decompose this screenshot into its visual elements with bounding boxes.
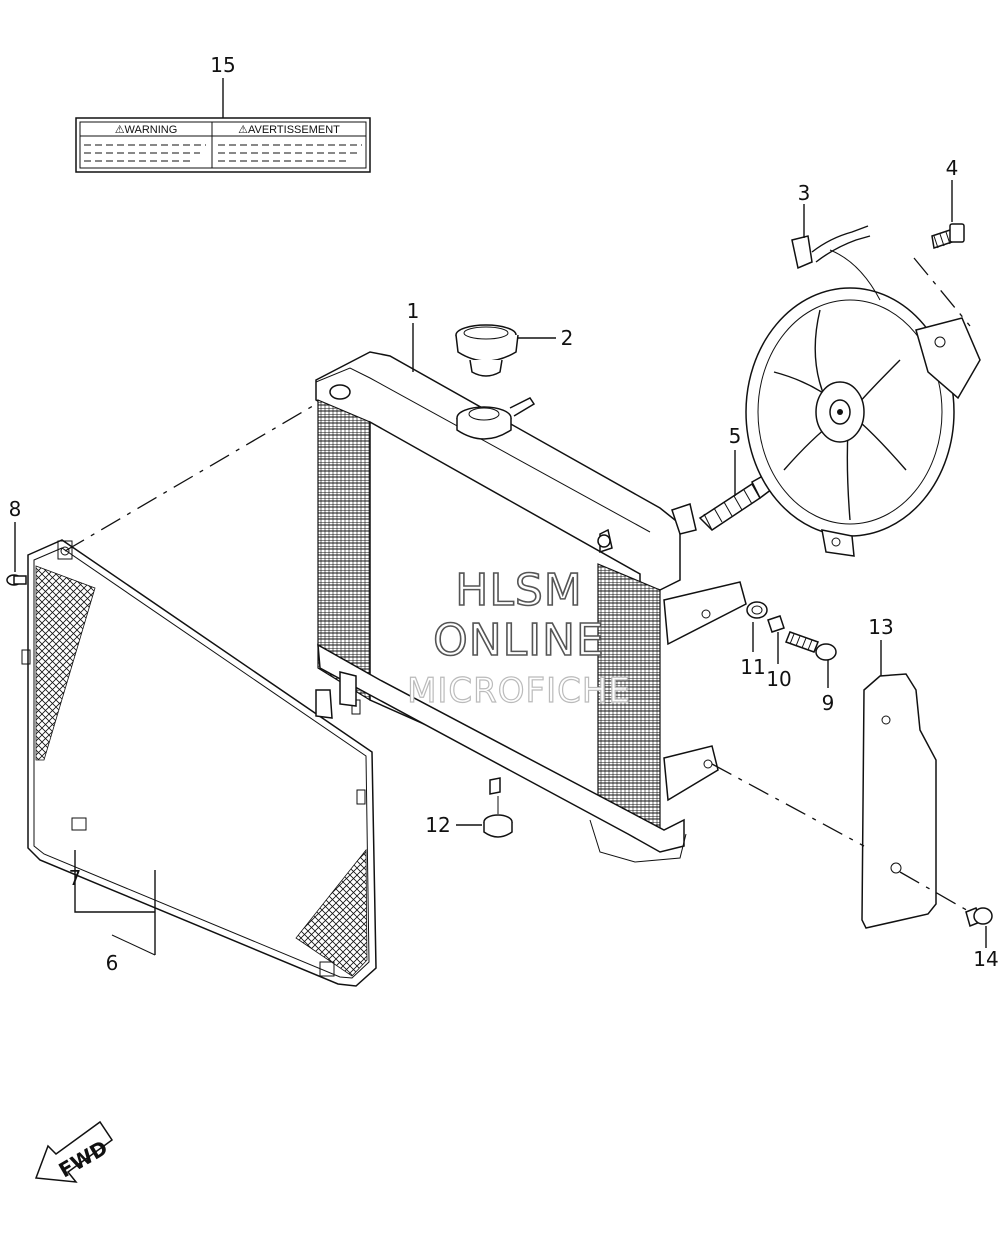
callout-11: 11 [740,655,765,679]
collar-item-10 [767,615,785,633]
callout-2: 2 [561,326,574,350]
warning-label-sticker: ⚠WARNING ⚠AVERTISSEMENT [75,117,371,173]
watermark-line-3: MICROFICHE [407,671,631,711]
grommet-item-11 [746,601,768,619]
screen-screw-item-8 [6,574,27,586]
bolt-item-9 [785,631,837,661]
watermark-line-1: HLSM [455,565,583,616]
warning-label-text: ⚠WARNING [115,124,178,136]
radiator-cap-item-2 [455,324,519,377]
callout-15: 15 [210,53,235,77]
watermark-line-2: ONLINE [433,615,605,666]
cooling-fan-item-3 [745,225,981,557]
assembly-line-fan-bolt [913,257,971,327]
screen-clip-item-7 [71,817,87,831]
callout-14: 14 [973,947,998,971]
callout-1: 1 [407,299,420,323]
callout-7: 7 [69,866,82,890]
fan-bolt-item-4 [931,223,965,249]
fwd-direction-arrow: FWD [34,1120,114,1183]
callout-6: 6 [106,951,119,975]
callout-10: 10 [766,667,791,691]
callout-13: 13 [868,615,893,639]
watermark: HLSM ONLINE MICROFICHE [406,564,631,711]
radiator-item-1 [315,351,747,863]
callout-8: 8 [9,497,22,521]
radiator-screen [21,539,377,987]
grommet-item-12 [483,814,513,838]
assembly-line-screen [64,392,336,552]
callout-6-7-leaders [74,850,156,955]
avertissement-label-text: ⚠AVERTISSEMENT [238,124,340,136]
callout-3: 3 [798,181,811,205]
callout-4: 4 [946,156,959,180]
label-text-lines [84,144,362,162]
callout-5: 5 [729,424,742,448]
callout-9: 9 [822,691,835,715]
assembly-line-side-plate [711,763,865,847]
clip-item-14 [965,906,993,928]
side-plate-item-13 [861,673,937,929]
callout-12: 12 [425,813,450,837]
